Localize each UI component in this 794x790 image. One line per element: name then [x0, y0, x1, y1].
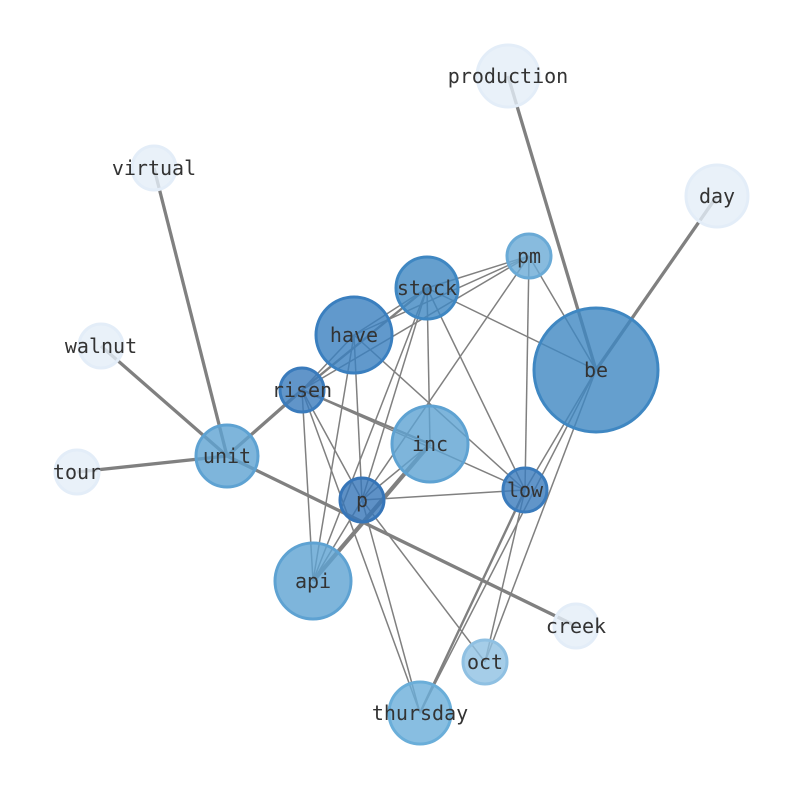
edge-have-api	[312, 334, 355, 582]
node-label: creek	[546, 614, 606, 638]
node-label: be	[584, 358, 608, 382]
edge-pm-low	[524, 255, 530, 491]
node-circle[interactable]	[194, 423, 260, 489]
node-label: p	[356, 488, 368, 512]
edge-stock-low	[426, 287, 526, 491]
node-circle[interactable]	[387, 680, 453, 746]
node-circle[interactable]	[278, 366, 326, 414]
edge-virtual-unit	[152, 167, 229, 457]
node-label: pm	[517, 244, 541, 268]
node-circle[interactable]	[684, 163, 750, 229]
node-tour[interactable]: tour	[53, 448, 101, 496]
node-circle[interactable]	[77, 322, 125, 370]
node-be[interactable]: be	[532, 306, 660, 434]
node-day[interactable]: day	[684, 163, 750, 229]
nodes-layer: production virtual day pm stock have be walnut r…	[53, 43, 750, 746]
node-label: api	[295, 569, 331, 593]
node-unit[interactable]: unit	[194, 423, 260, 489]
node-circle[interactable]	[394, 255, 460, 321]
edge-stock-api	[312, 287, 428, 582]
node-label: oct	[467, 650, 503, 674]
node-pm[interactable]: pm	[505, 232, 553, 280]
edge-p-oct	[361, 499, 486, 663]
node-have[interactable]: have	[314, 295, 394, 375]
node-api[interactable]: api	[273, 541, 353, 621]
node-circle[interactable]	[53, 448, 101, 496]
edge-be-thursday	[419, 369, 597, 714]
node-label: low	[507, 478, 544, 502]
node-label: production	[448, 64, 568, 88]
edge-thursday-low	[418, 489, 527, 714]
node-label: walnut	[65, 334, 137, 358]
node-circle[interactable]	[314, 295, 394, 375]
node-circle[interactable]	[461, 638, 509, 686]
node-label: day	[699, 184, 735, 208]
node-label: tour	[53, 460, 101, 484]
node-thursday[interactable]: thursday	[372, 680, 468, 746]
node-risen[interactable]: risen	[272, 366, 332, 414]
node-low[interactable]: low	[501, 466, 549, 514]
node-circle[interactable]	[552, 602, 600, 650]
node-label: unit	[203, 444, 251, 468]
node-oct[interactable]: oct	[461, 638, 509, 686]
node-circle[interactable]	[501, 466, 549, 514]
edge-pm-p	[361, 255, 530, 501]
node-circle[interactable]	[273, 541, 353, 621]
node-label: stock	[397, 276, 457, 300]
edge-risen-thursday	[301, 389, 421, 714]
node-creek[interactable]: creek	[546, 602, 606, 650]
node-label: inc	[412, 432, 448, 456]
node-circle[interactable]	[338, 476, 386, 524]
node-virtual[interactable]: virtual	[112, 144, 196, 192]
node-label: virtual	[112, 156, 196, 180]
edge-low-oct	[484, 489, 526, 663]
node-p[interactable]: p	[338, 476, 386, 524]
node-circle[interactable]	[390, 404, 470, 484]
node-inc[interactable]: inc	[390, 404, 470, 484]
node-label: have	[330, 323, 378, 347]
node-label: thursday	[372, 701, 468, 725]
node-circle[interactable]	[505, 232, 553, 280]
node-circle[interactable]	[532, 306, 660, 434]
node-circle[interactable]	[475, 43, 541, 109]
node-label: risen	[272, 378, 332, 402]
edge-p-thursday	[361, 499, 421, 714]
node-walnut[interactable]: walnut	[65, 322, 137, 370]
edge-unit-creek	[226, 454, 577, 628]
node-production[interactable]: production	[448, 43, 568, 109]
node-stock[interactable]: stock	[394, 255, 460, 321]
edge-low-p	[361, 489, 526, 501]
node-circle[interactable]	[130, 144, 178, 192]
